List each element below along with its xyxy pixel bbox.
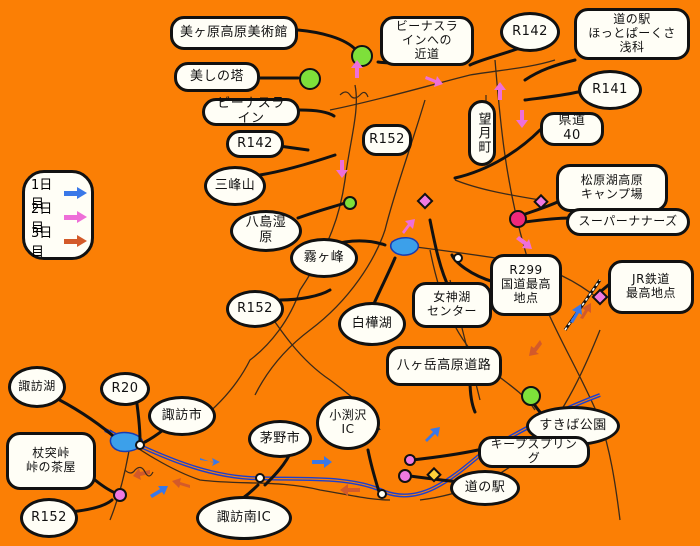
arrow-day3 [172,478,190,488]
road-r20 [109,429,391,501]
megamiko-marker [416,192,434,210]
junction-marker-1 [135,440,145,450]
arrow-day3 [529,340,542,356]
arrow-right-icon [64,187,87,199]
label-r152-bottom: R152 [20,498,78,538]
arrow-day3 [340,484,360,496]
arrow-right-icon [64,235,87,247]
label-r152-mid: R152 [226,290,284,328]
label-r142-west: R142 [226,130,284,158]
lakes [109,237,420,453]
label-suwa-city: 諏訪市 [148,396,216,436]
label-suwa-minami-ic: 諏訪南IC [196,496,292,540]
label-matsubara-camp: 松原湖高原 キャンプ場 [556,164,668,212]
arrow-day2 [402,219,415,234]
label-yashimagahara: 八島湿原 [230,210,302,252]
label-kirigamine: 霧ヶ峰 [290,238,358,278]
arrow-day1 [200,458,220,466]
kiyosato-square [426,466,442,483]
label-sanpomine: 三峰山 [204,166,266,206]
label-michi-no-eki-bottom: 道の駅 [450,470,520,506]
label-keep-spring: キープスプリング [478,436,590,468]
keep-marker [404,454,416,466]
arrow-right-icon [64,211,87,223]
label-kendo40: 県道40 [540,112,604,146]
label-beenasu-line: ビーナスライン [202,96,300,126]
yashima-marker [343,196,357,210]
road-r142 [329,59,556,111]
legend-day3-label: 3日目 [31,226,53,260]
road-r152 [254,99,426,396]
label-tsuetsuki-pass: 杖突峠 峠の茶屋 [6,432,96,490]
label-yatsugatake-road: 八ヶ岳高原道路 [386,346,502,386]
legend-day1: 1日目 [31,178,87,212]
junction-marker-3 [377,489,387,499]
label-megamiko-center: 女神湖 センター [412,282,492,328]
suwako-marker [113,488,127,502]
label-kobuchizawa-ic: 小渕沢 IC [316,396,380,450]
label-r152-north: R152 [362,124,412,156]
arrow-day2 [494,82,506,100]
label-museum: 美ヶ原高原美術館 [170,16,298,50]
road-r152-south [109,444,131,521]
legend-day1-label: 1日目 [31,178,53,212]
junction-marker-4 [453,253,463,263]
suwako-lake [109,431,144,453]
label-shirakabako: 白樺湖 [338,302,406,346]
matsubara-marker [509,210,527,228]
arrow-day3 [580,303,591,319]
legend-day2: 2日目 [31,202,87,236]
arrow-day1 [425,427,440,442]
legend-day3: 3日目 [31,226,87,260]
label-r141: R141 [578,70,642,110]
arrow-day1 [312,456,332,468]
arrow-day1 [570,304,582,323]
legend-day2-label: 2日目 [31,202,53,236]
label-chino-city: 茅野市 [248,420,312,458]
route-arrows [133,60,591,498]
label-jr-highest-point: JR鉄道 最高地点 [608,260,694,314]
legend: 1日目 2日目 3日目 [22,170,94,260]
label-tower: 美しの塔 [174,62,260,92]
kiyosato-marker [521,386,541,406]
label-r299-highest: R299 国道最高 地点 [490,254,562,316]
place-markers [113,45,609,502]
label-beenasu-shortcut: ビーナスラインへの 近道 [380,16,474,66]
tower-marker [299,68,321,90]
junction-marker-2 [255,473,265,483]
label-r20: R20 [100,372,150,406]
road-kendo40 [454,179,541,201]
label-suwako: 諏訪湖 [8,366,66,408]
jr-marker [591,288,609,306]
label-super-nanaze: スーパーナナーズ [566,208,690,236]
michi-eki-bottom-marker [398,469,412,483]
shirakabako-lake [390,237,420,256]
label-mochizuki: 望月町 [468,100,496,166]
arrow-day2 [516,110,528,128]
road-beenasu-main [199,84,358,421]
arrow-day2 [425,76,443,87]
arrow-day2 [516,236,532,249]
nanaze-marker [533,193,549,210]
arrow-day3 [133,468,150,480]
arrow-day2 [336,160,348,178]
road-r141 [494,59,621,521]
arrow-day1 [150,486,168,498]
arrow-day2 [351,60,363,78]
label-r142-east: R142 [500,12,560,52]
label-michi-no-eki-hotpark: 道の駅 ほっとぱーくさ浅科 [574,8,690,60]
